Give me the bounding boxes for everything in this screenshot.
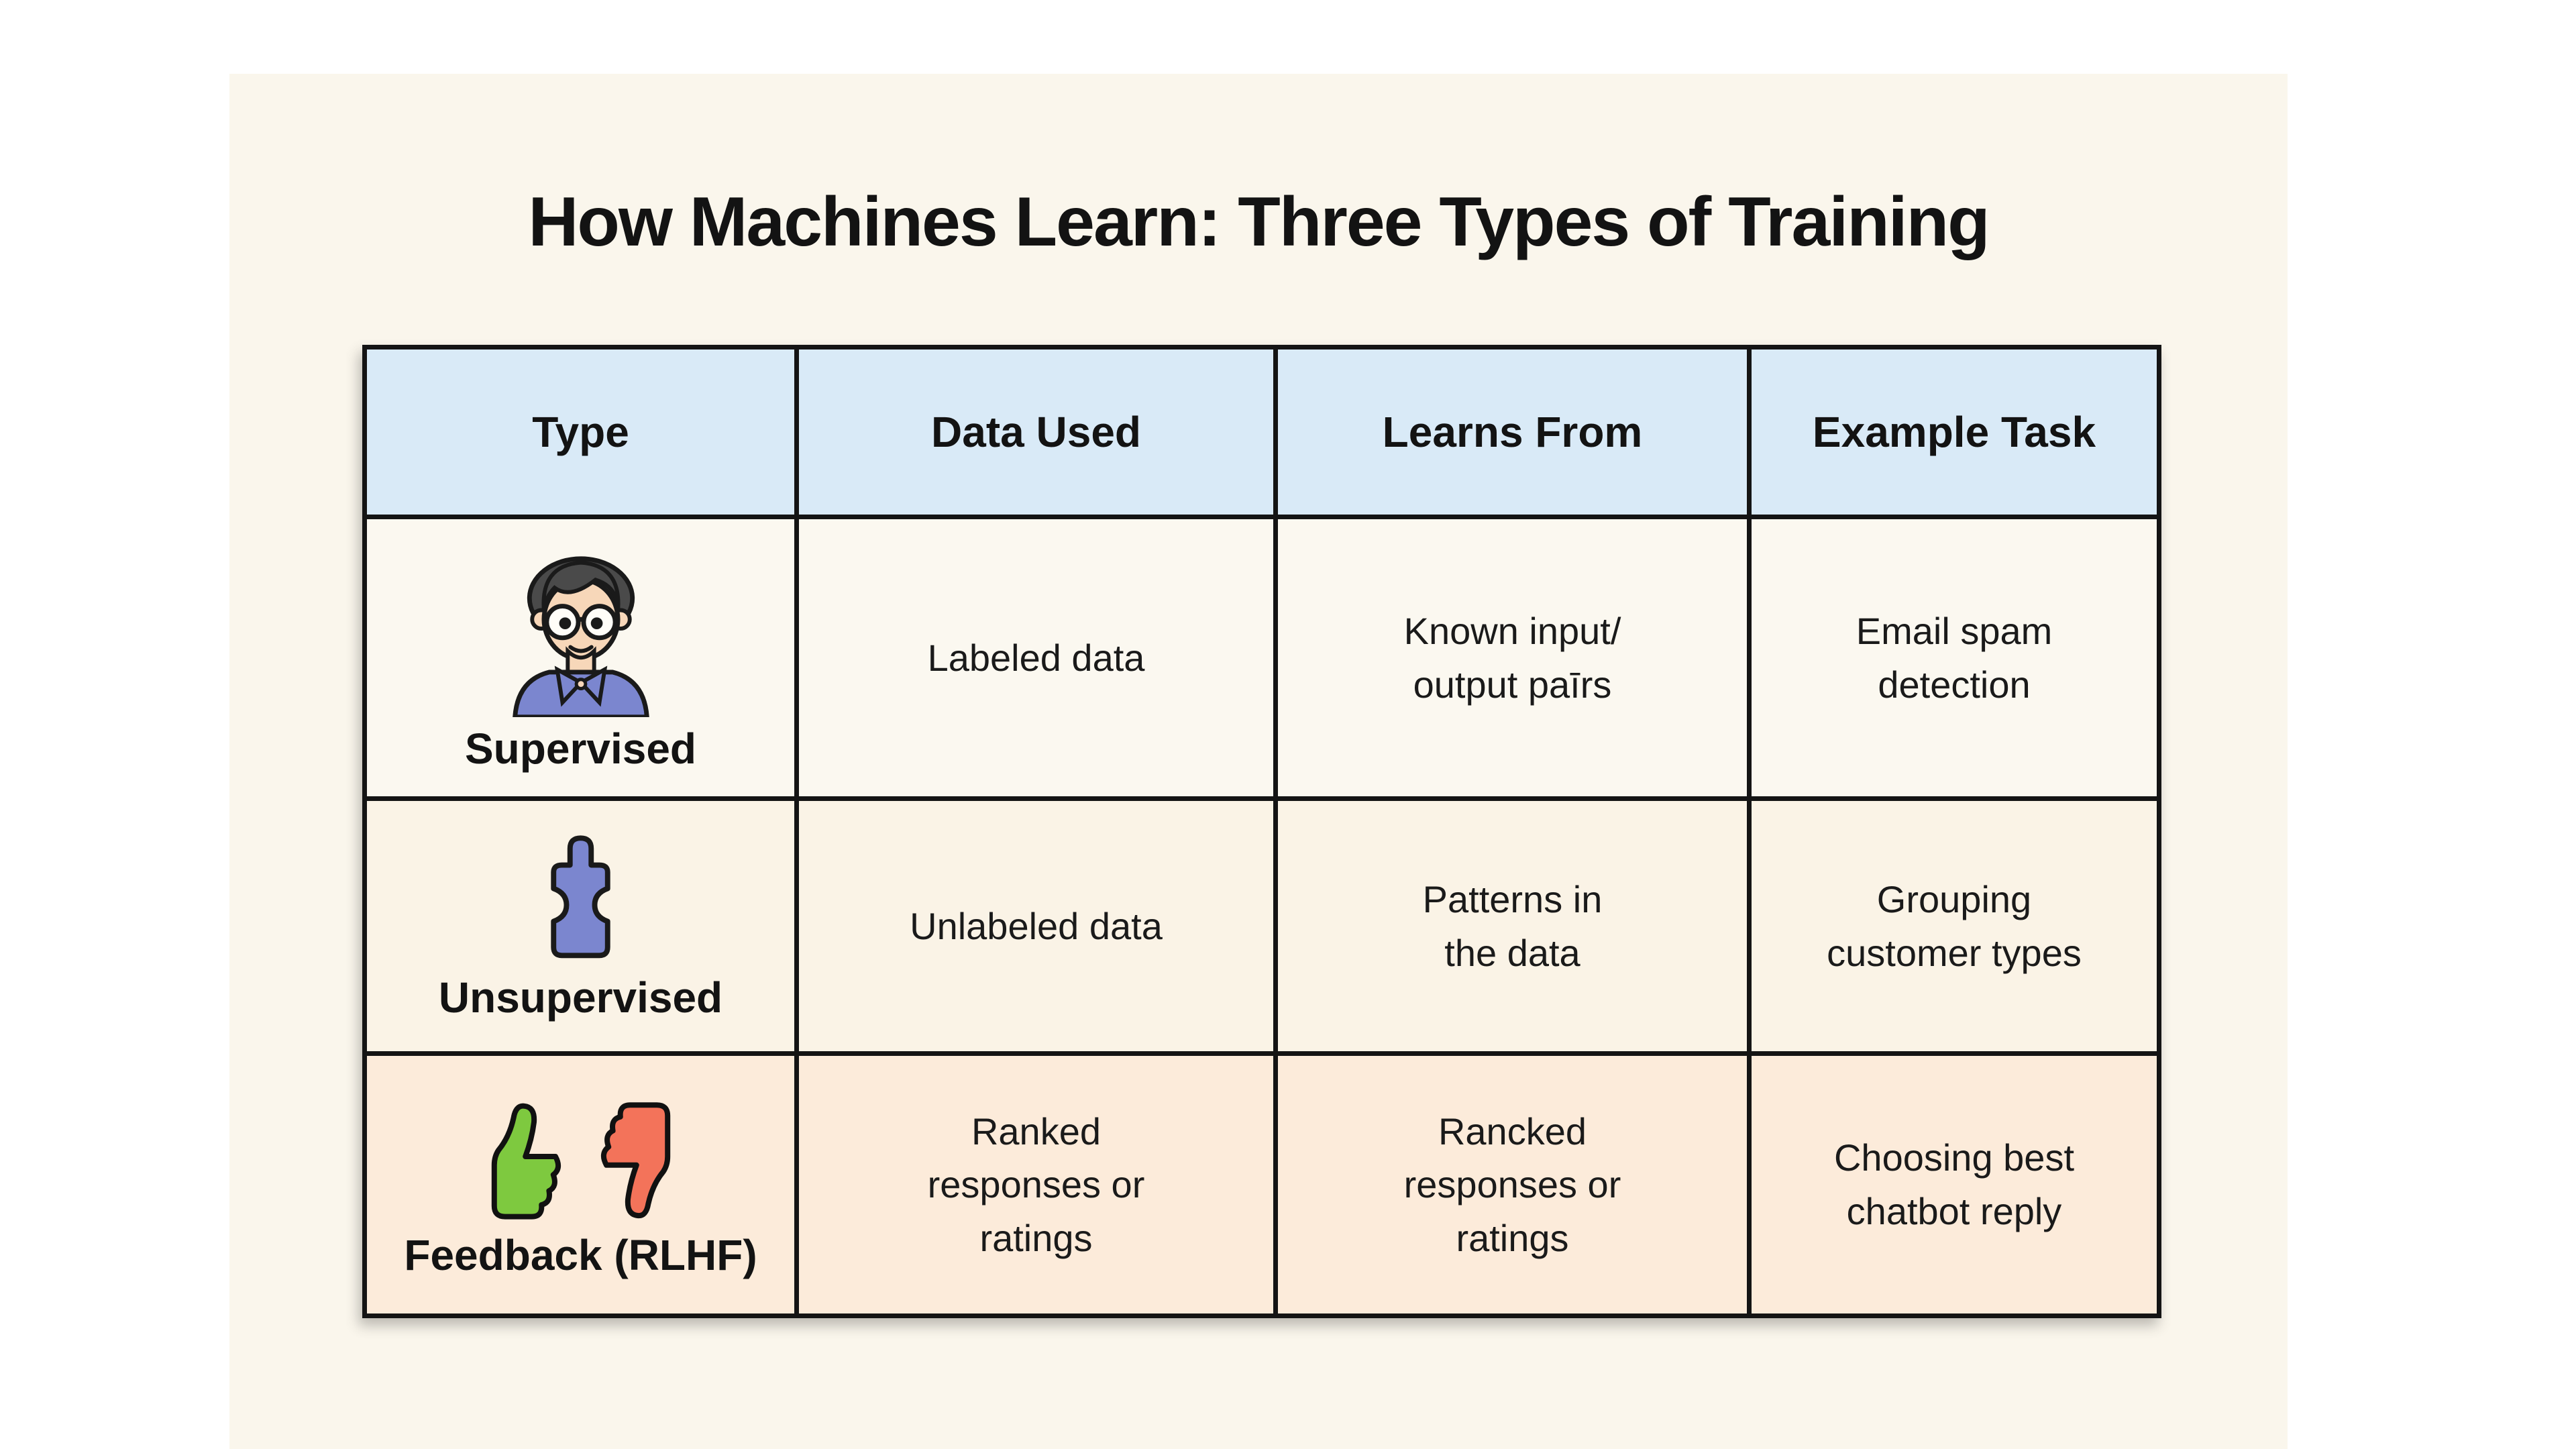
feedback-type-cell: Feedback (RLHF)	[367, 1056, 794, 1313]
supervised-type-cell: Supervised	[367, 519, 794, 796]
person-icon	[512, 555, 649, 717]
header-cell-type: Type	[367, 350, 794, 515]
unsupervised-label: Unsupervised	[438, 973, 723, 1022]
page-title: How Machines Learn: Three Types of Train…	[528, 183, 1990, 261]
header-cell-example-task: Example Task	[1752, 350, 2157, 515]
supervised-example-task-cell: Email spam detection	[1752, 519, 2157, 796]
supervised-learns-from-cell: Known input/ output paīrs	[1278, 519, 1747, 796]
training-types-table: Type Data Used Learns From Example Task …	[362, 345, 2161, 1318]
supervised-label: Supervised	[464, 724, 697, 773]
feedback-label: Feedback (RLHF)	[404, 1231, 757, 1279]
unsupervised-data-used-cell: Unlabeled data	[799, 801, 1273, 1051]
thumbs-up-icon	[491, 1103, 561, 1220]
feedback-example-task-cell: Choosing best chatbot reply	[1752, 1056, 2157, 1313]
thumbs-down-icon	[600, 1102, 670, 1219]
puzzle-icon	[551, 835, 610, 959]
unsupervised-type-cell: Unsupervised	[367, 801, 794, 1051]
header-cell-data-used: Data Used	[799, 350, 1273, 515]
header-cell-learns-from: Learns From	[1278, 350, 1747, 515]
thumbs-icons	[470, 1089, 692, 1224]
unsupervised-learns-from-cell: Patterns in the data	[1278, 801, 1747, 1051]
feedback-data-used-cell: Ranked responses or ratings	[799, 1056, 1273, 1313]
unsupervised-example-task-cell: Grouping customer types	[1752, 801, 2157, 1051]
feedback-learns-from-cell: Rancked responses or ratings	[1278, 1056, 1747, 1313]
supervised-data-used-cell: Labeled data	[799, 519, 1273, 796]
